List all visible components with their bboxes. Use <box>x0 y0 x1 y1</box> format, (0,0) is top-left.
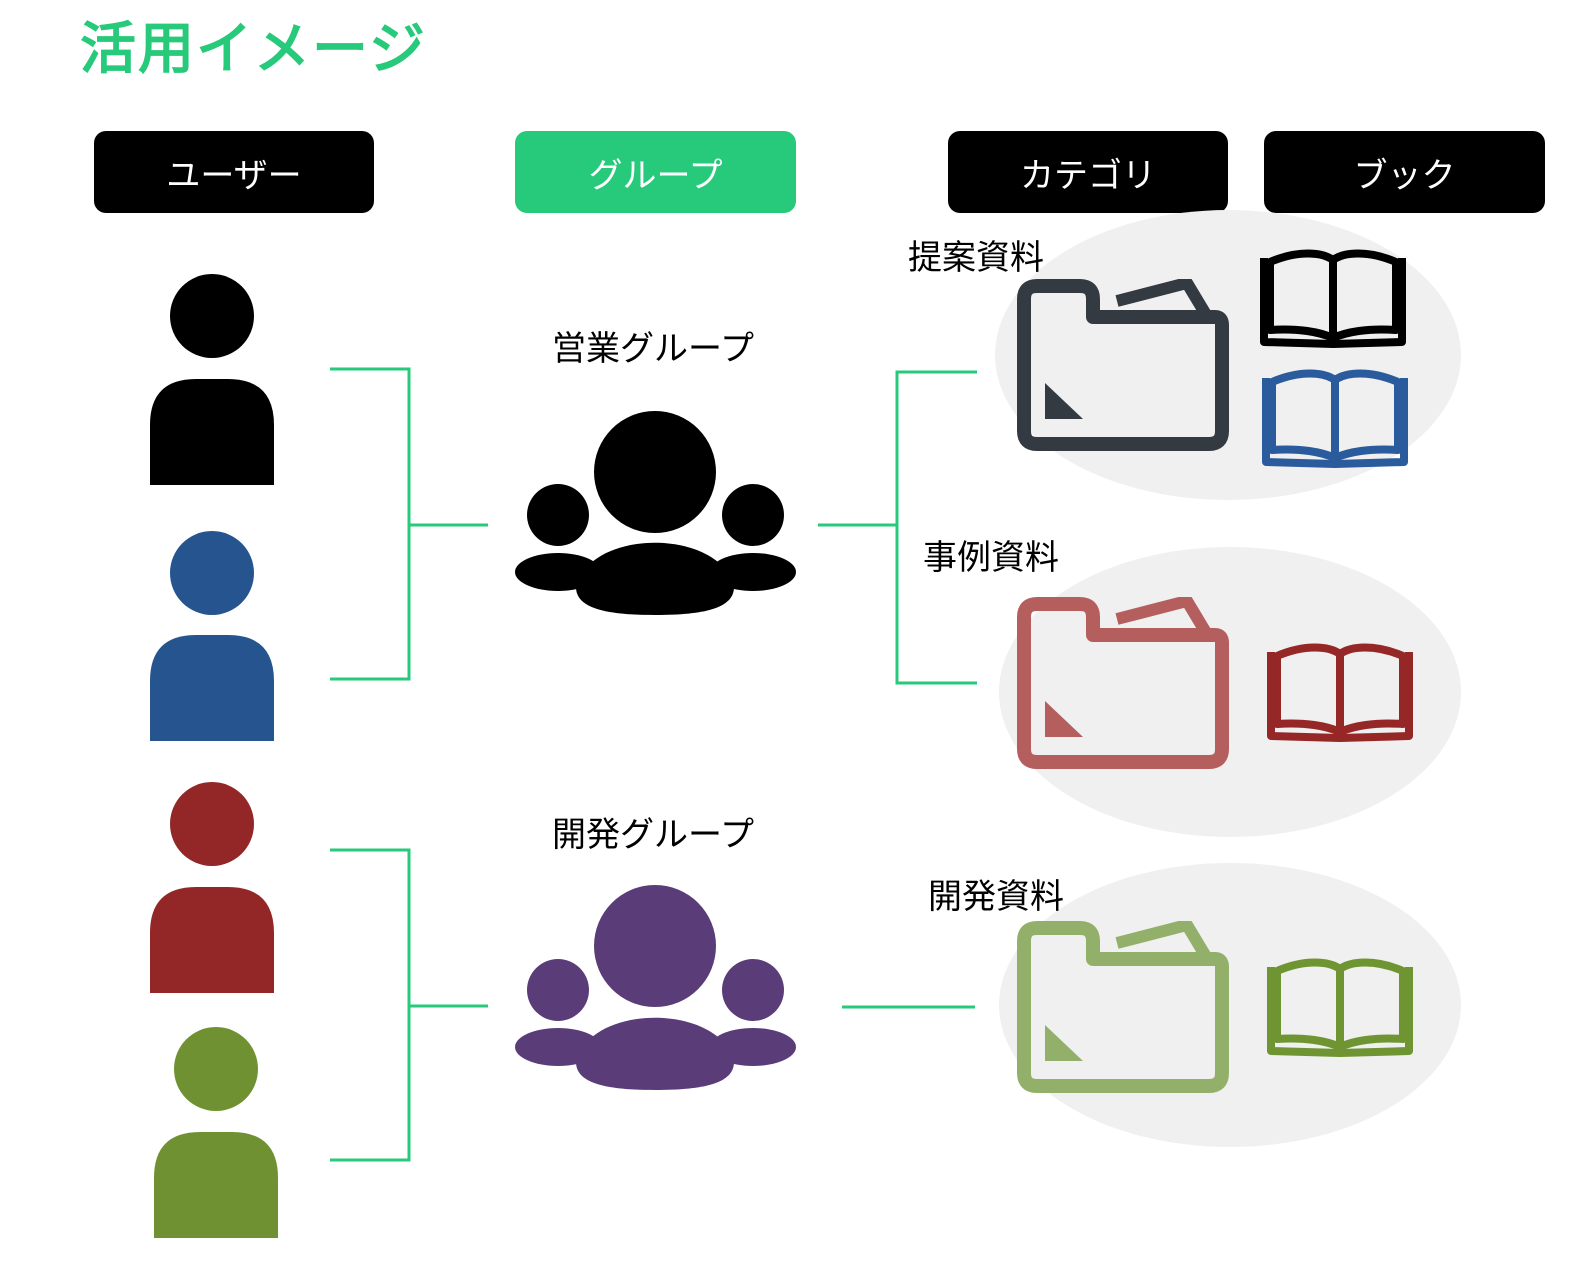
group-icon <box>515 411 796 615</box>
connector-users-top <box>330 367 411 681</box>
category-label-dev: 開発資料 <box>928 877 1064 917</box>
category-cluster-dev <box>999 863 1461 1147</box>
category-cluster-case <box>999 547 1461 837</box>
group-label-dev: 開発グループ <box>552 815 754 855</box>
category-label-proposal: 提案資料 <box>908 238 1044 278</box>
page-title: 活用イメージ <box>80 17 427 82</box>
group-label-sales: 営業グループ <box>552 329 754 369</box>
header-book: ブック <box>1264 131 1545 213</box>
user-icon <box>150 782 274 993</box>
connector-sales-branch <box>895 370 977 685</box>
header-group: グループ <box>515 131 796 213</box>
header-category: カテゴリ <box>948 131 1228 213</box>
group-icon <box>515 885 796 1090</box>
category-label-case: 事例資料 <box>923 538 1059 578</box>
user-icon <box>150 531 274 741</box>
connector-users-bottom <box>330 848 411 1162</box>
header-user: ユーザー <box>94 131 374 213</box>
user-icon <box>154 1027 278 1238</box>
user-icon <box>150 274 274 485</box>
